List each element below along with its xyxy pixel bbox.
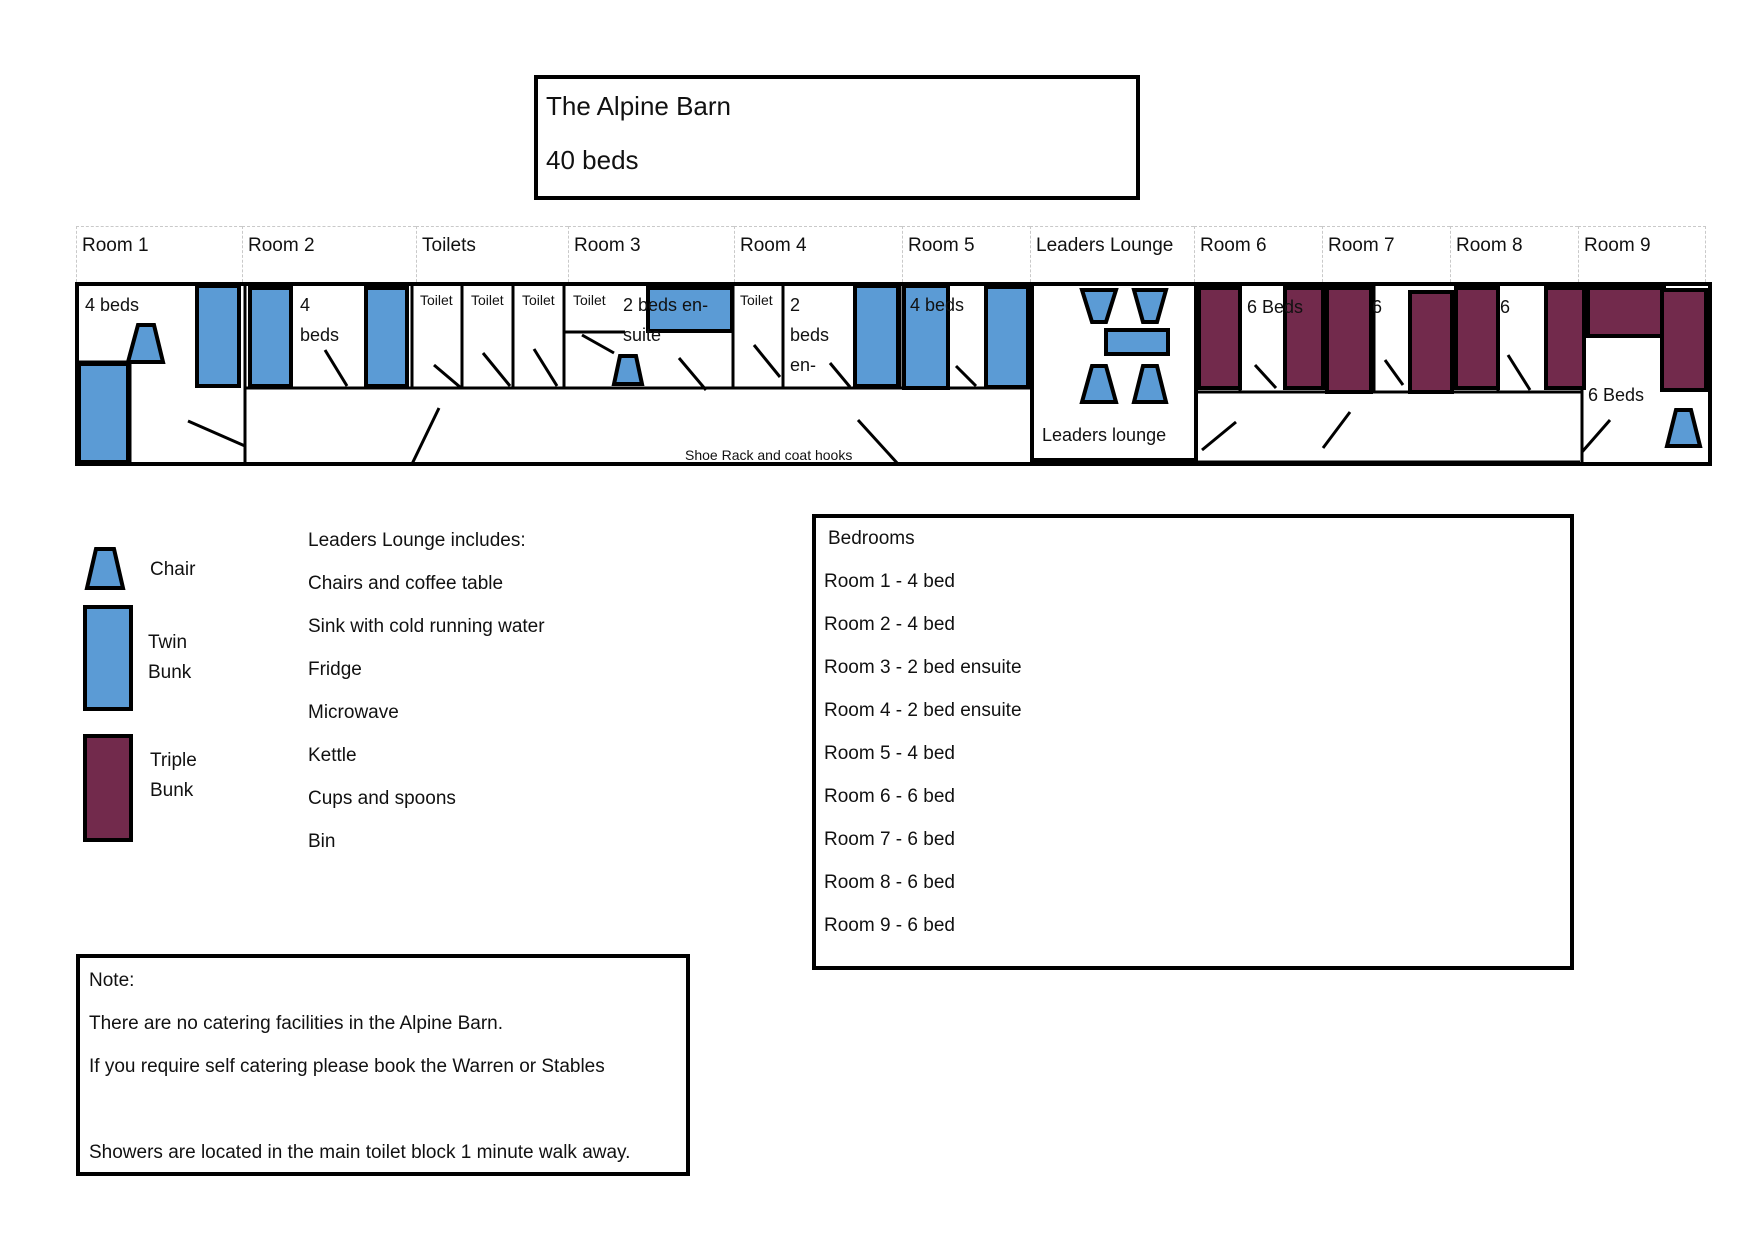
triple-bunk — [1544, 286, 1586, 390]
twin-bunk-icon — [83, 605, 133, 711]
twin-bunk — [248, 286, 293, 388]
twin-bunk — [364, 286, 409, 388]
list-item: Cups and spoons — [308, 788, 456, 809]
list-item: Room 1 - 4 bed — [824, 571, 955, 592]
list-item: Room 9 - 6 bed — [824, 915, 955, 936]
bedrooms-heading: Bedrooms — [828, 528, 915, 549]
toilet-label: Toilet — [420, 292, 453, 308]
room-7-label: 6 — [1372, 297, 1383, 317]
list-item: Bin — [308, 831, 336, 852]
header-room-1: Room 1 — [76, 226, 242, 282]
room-4-label-line1: 2 — [790, 295, 801, 315]
list-item: Fridge — [308, 659, 362, 680]
room-2-label-line1: 4 — [300, 295, 311, 315]
header-room-4: Room 4 — [734, 226, 902, 282]
title-box: The Alpine Barn 40 beds — [534, 75, 1140, 200]
triple-bunk — [1454, 286, 1500, 390]
triple-bunk — [1197, 286, 1242, 390]
header-room-9: Room 9 — [1578, 226, 1706, 282]
twin-bunk — [902, 284, 950, 390]
header-leaders-lounge: Leaders Lounge — [1030, 226, 1194, 282]
header-room-8: Room 8 — [1450, 226, 1578, 282]
legend-triple-label-line1: Triple — [150, 750, 197, 771]
room-9-label: 6 Beds — [1588, 385, 1645, 405]
legend-triple-label-line2: Bunk — [150, 780, 194, 801]
room-3-label-line2: suite — [623, 325, 662, 345]
twin-bunk — [646, 286, 734, 333]
header-toilets: Toilets — [416, 226, 568, 282]
room-6-label: 6 Beds — [1247, 297, 1304, 317]
bedrooms-box: Bedrooms Room 1 - 4 bed Room 2 - 4 bed R… — [812, 514, 1574, 970]
list-item: Room 4 - 2 bed ensuite — [824, 700, 1022, 721]
chair-icon — [84, 547, 126, 590]
chair-icons — [125, 288, 1703, 448]
room-5-label: 4 beds — [910, 295, 965, 315]
triple-bunk-icon — [83, 734, 133, 842]
triple-bunk — [1283, 286, 1325, 390]
room-1-label: 4 beds — [85, 295, 140, 315]
toilet-label: Toilet — [740, 292, 773, 308]
floor-plan-walls — [75, 282, 1712, 466]
header-room-5: Room 5 — [902, 226, 1030, 282]
building-name: The Alpine Barn — [546, 91, 732, 121]
list-item: Room 3 - 2 bed ensuite — [824, 657, 1022, 678]
triple-bunk — [1660, 288, 1708, 392]
room-4-label-line2: beds — [790, 325, 830, 345]
legend-chair-label: Chair — [150, 559, 196, 580]
header-room-2: Room 2 — [242, 226, 416, 282]
header-room-6: Room 6 — [1194, 226, 1322, 282]
room-2-label-line2: beds — [300, 325, 340, 345]
leaders-lounge-label: Leaders lounge — [1042, 425, 1167, 445]
list-item: Sink with cold running water — [308, 616, 545, 637]
legend-twin-label-line1: Twin — [148, 632, 188, 653]
twin-bunk — [77, 362, 130, 464]
room-4-label-line3: en- — [790, 355, 817, 375]
twin-bunk — [984, 285, 1030, 389]
toilet-label: Toilet — [522, 292, 555, 308]
lounge-list-heading: Leaders Lounge includes: — [308, 530, 526, 551]
triple-bunk — [1586, 286, 1666, 338]
corridor-label: Shoe Rack and coat hooks — [685, 447, 853, 463]
legend-twin-label-line2: Bunk — [148, 662, 192, 683]
header-room-7: Room 7 — [1322, 226, 1450, 282]
list-item: Kettle — [308, 745, 357, 766]
list-item: Room 6 - 6 bed — [824, 786, 955, 807]
note-heading: Note: — [89, 970, 135, 991]
room-8-label: 6 — [1500, 297, 1511, 317]
list-item: Room 2 - 4 bed — [824, 614, 955, 635]
note-line: There are no catering facilities in the … — [89, 1013, 504, 1034]
list-item: Chairs and coffee table — [308, 573, 504, 594]
header-room-3: Room 3 — [568, 226, 734, 282]
list-item: Room 8 - 6 bed — [824, 872, 955, 893]
list-item: Microwave — [308, 702, 399, 723]
room-3-label-line1: 2 beds en- — [623, 295, 709, 315]
total-beds: 40 beds — [546, 145, 639, 175]
note-line: If you require self catering please book… — [89, 1056, 605, 1077]
note-box: Note: There are no catering facilities i… — [76, 954, 690, 1176]
twin-bunk — [853, 284, 900, 388]
twin-bunk — [195, 284, 241, 388]
list-item: Room 7 - 6 bed — [824, 829, 955, 850]
list-item: Room 5 - 4 bed — [824, 743, 955, 764]
triple-bunk — [1325, 286, 1373, 394]
triple-bunk — [1408, 290, 1454, 394]
toilet-label: Toilet — [573, 292, 606, 308]
note-line: Showers are located in the main toilet b… — [89, 1142, 631, 1163]
toilet-label: Toilet — [471, 292, 504, 308]
